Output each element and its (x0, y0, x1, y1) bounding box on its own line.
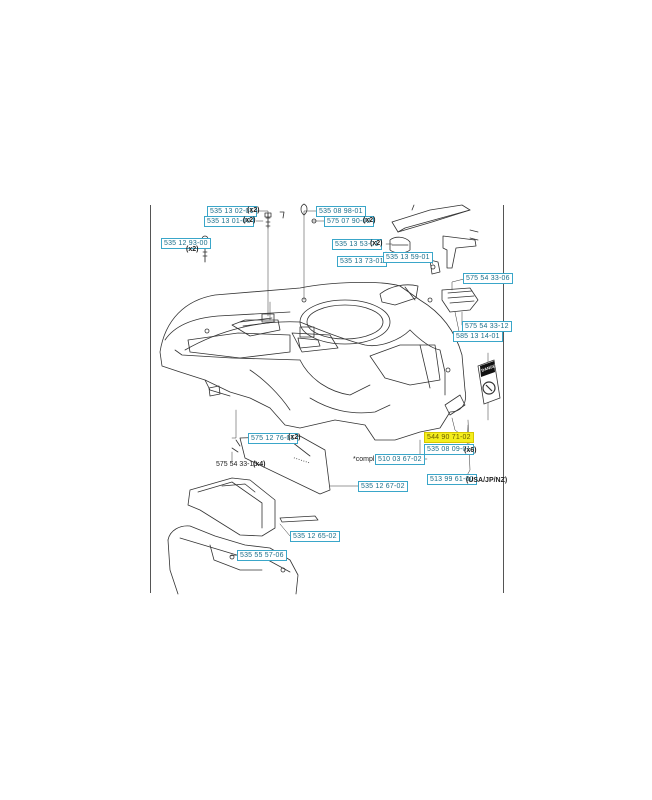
part-label-535-08-09-01[interactable]: 535 08 09-01 (424, 444, 474, 455)
compl-prefix-label: *compl (353, 456, 375, 463)
qty-label-x4: (x4) (253, 461, 266, 468)
part-label-535-13-59-01[interactable]: 535 13 59-01 (383, 252, 433, 263)
part-label-535-13-53-01[interactable]: 535 13 53-01 (332, 239, 382, 250)
top-bracket-illustration (389, 204, 479, 313)
qty-label-x2-b: (x2) (243, 217, 256, 224)
part-label-513-99-61-00[interactable]: 513 99 61-00 (427, 474, 477, 485)
frame-left-rule (150, 205, 151, 593)
qty-label-x2-a: (x2) (247, 207, 260, 214)
part-label-575-54-33-10: 575 54 33-10 (216, 461, 258, 468)
part-label-535-12-93-00[interactable]: 535 12 93-00 (161, 238, 211, 249)
qty-label-x2-d: (x2) (363, 217, 376, 224)
part-label-585-13-14-01[interactable]: 585 13 14-01 (453, 331, 503, 342)
part-label-535-12-65-02[interactable]: 535 12 65-02 (290, 531, 340, 542)
cover-lid-illustration (187, 477, 319, 537)
qty-label-x2-c: (x2) (186, 246, 199, 253)
frame-right-rule (503, 205, 504, 593)
part-label-575-12-76-01[interactable]: 575 12 76-01 (248, 433, 298, 444)
part-label-535-13-01-00[interactable]: 535 13 01-00 (204, 216, 254, 227)
part-label-544-90-71-02[interactable]: 544 90 71-02 (424, 432, 474, 443)
svg-text:.......: ....... (292, 450, 312, 465)
qty-label-x2-e: (x2) (370, 240, 383, 247)
part-label-535-55-57-06[interactable]: 535 55 57-06 (237, 550, 287, 561)
part-label-535-12-67-02[interactable]: 535 12 67-02 (358, 481, 408, 492)
part-label-575-07-90-02[interactable]: 575 07 90-02 (324, 216, 374, 227)
qty-label-x6: (x6) (464, 447, 477, 454)
qty-label-x2-f: (x2) (288, 434, 301, 441)
part-label-575-54-33-06[interactable]: 575 54 33-06 (463, 273, 513, 284)
part-label-510-03-67-02[interactable]: 510 03 67-02 (375, 454, 425, 465)
part-label-535-13-73-01[interactable]: 535 13 73-01 (337, 256, 387, 267)
warning-decal (477, 359, 501, 405)
body-shell-illustration (159, 264, 467, 441)
qty-label-region: (USA/JP/NZ) (466, 477, 508, 484)
